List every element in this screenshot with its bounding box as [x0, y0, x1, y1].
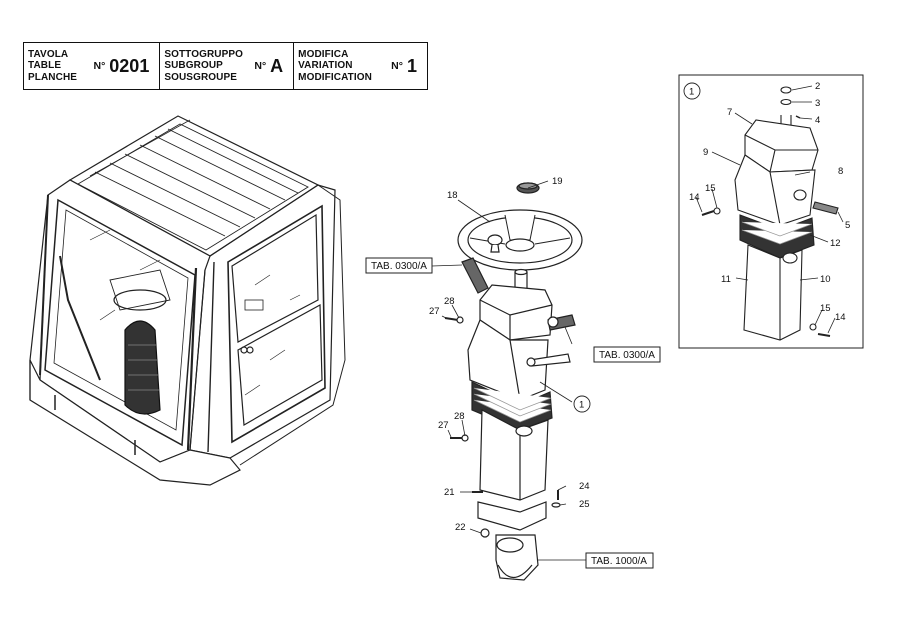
callout-19: 19	[552, 176, 563, 187]
steering-column	[444, 182, 583, 581]
detail-callout-14-upper: 14	[689, 192, 700, 203]
main-leader-lines	[431, 180, 586, 561]
title-table-words: TAVOLA TABLE PLANCHE	[28, 49, 77, 84]
detail-callout-15-upper: 15	[705, 183, 716, 194]
detail-callout-3: 3	[815, 98, 820, 109]
detail-callout-15-lower: 15	[820, 303, 831, 314]
callout-27-upper: 27	[429, 306, 440, 317]
title-subgroup-no: N°	[254, 60, 267, 72]
callout-22: 22	[455, 522, 466, 533]
detail-callout-12: 12	[830, 238, 841, 249]
callout-25: 25	[579, 499, 590, 510]
callout-21: 21	[444, 487, 455, 498]
detail-leaders	[695, 85, 844, 334]
title-table-it: TAVOLA	[28, 48, 69, 60]
main-callouts: 19 18 28 27 1 28 27 21 24 25 22	[429, 176, 591, 533]
title-subgroup-fr: SOUSGROUPE	[164, 71, 238, 83]
title-modification-it: MODIFICA	[298, 48, 349, 60]
callout-28-upper: 28	[444, 296, 455, 307]
title-modification-fr: MODIFICATION	[298, 71, 372, 83]
ref-tab-label-1: TAB. 0300/A	[371, 261, 427, 272]
detail-box: 1	[678, 74, 864, 349]
detail-callout-7: 7	[727, 107, 732, 118]
title-block: TAVOLA TABLE PLANCHE N° 0201 SOTTOGRUPPO…	[23, 42, 428, 90]
cab-illustration	[29, 115, 346, 486]
detail-callout-10: 10	[820, 274, 831, 285]
detail-callout-11: 11	[721, 274, 731, 285]
ref-box-tab-0300-a-right: TAB. 0300/A	[593, 346, 661, 363]
detail-callout-2: 2	[815, 81, 820, 92]
detail-column	[701, 86, 839, 341]
title-modification-cell: MODIFICA VARIATION MODIFICATION N° 1	[294, 43, 427, 89]
title-table-fr: PLANCHE	[28, 71, 78, 83]
title-modification-words: MODIFICA VARIATION MODIFICATION	[298, 49, 372, 84]
detail-circle	[683, 82, 701, 100]
callout-28-lower: 28	[454, 411, 465, 422]
title-modification-no: N°	[391, 60, 403, 72]
detail-circle-label: 1	[689, 87, 694, 98]
table-number: 0201	[109, 55, 150, 76]
title-subgroup-cell: SOTTOGRUPPO SUBGROUP SOUSGROUPE N° A	[160, 43, 295, 89]
subgroup-value: A	[270, 55, 284, 76]
callout-24: 24	[579, 481, 590, 492]
detail-callout-9: 9	[703, 147, 708, 158]
title-table-en: TABLE	[28, 60, 62, 72]
title-table-no: N°	[93, 60, 106, 72]
detail-callouts: 2 3 4 7 8 9 15 14 5 12 11 10 15 14	[689, 81, 850, 323]
modification-value: 1	[406, 55, 417, 76]
callout-1-circle	[573, 395, 591, 413]
detail-callout-14-lower: 14	[835, 312, 846, 323]
detail-callout-5: 5	[845, 220, 850, 231]
callout-1-main: 1	[579, 400, 584, 411]
title-subgroup-words: SOTTOGRUPPO SUBGROUP SOUSGROUPE	[164, 49, 243, 84]
ref-box-tab-0300-a-left: TAB. 0300/A	[365, 257, 433, 274]
ref-tab-label-3: TAB. 1000/A	[591, 556, 647, 567]
ref-box-tab-1000-a: TAB. 1000/A	[585, 552, 654, 569]
title-subgroup-en: SUBGROUP	[164, 60, 223, 72]
detail-callout-4: 4	[815, 115, 820, 126]
title-modification-en: VARIATION	[298, 60, 353, 72]
title-table-cell: TAVOLA TABLE PLANCHE N° 0201	[24, 43, 161, 89]
callout-27-lower: 27	[438, 420, 449, 431]
ref-tab-label-2: TAB. 0300/A	[599, 350, 655, 361]
callout-18: 18	[447, 190, 458, 201]
detail-callout-8: 8	[838, 166, 843, 177]
title-subgroup-it: SOTTOGRUPPO	[164, 48, 244, 60]
